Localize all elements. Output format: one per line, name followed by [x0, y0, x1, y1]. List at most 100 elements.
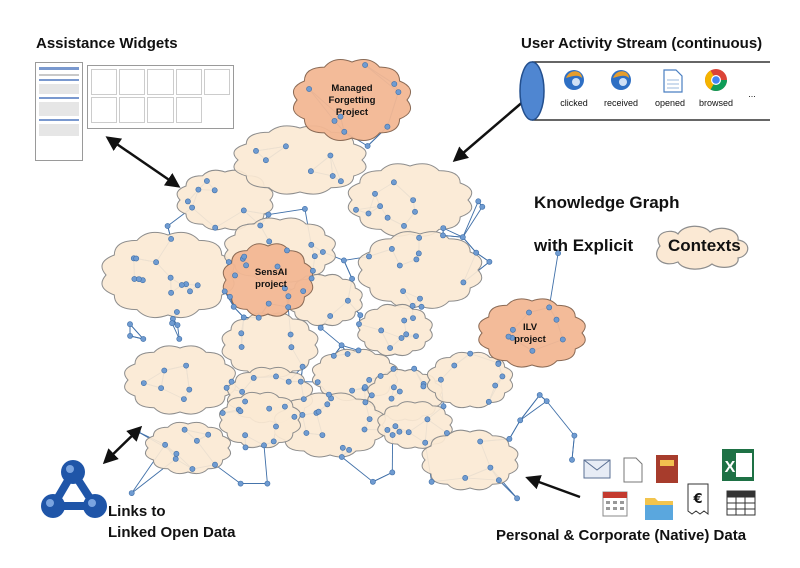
graph-node	[193, 437, 200, 444]
graph-node	[281, 285, 288, 292]
stream-item-more: ...	[748, 89, 756, 99]
graph-node	[297, 378, 304, 385]
graph-node	[327, 152, 334, 159]
native-data-arrow	[525, 475, 581, 499]
graph-node	[420, 383, 427, 390]
graph-node	[510, 326, 516, 333]
graph-node	[349, 275, 355, 282]
graph-node	[221, 288, 228, 295]
graph-edge	[548, 253, 559, 308]
graph-node	[261, 442, 267, 449]
graph-node	[291, 413, 298, 420]
context-cloud	[219, 391, 301, 449]
graph-node	[517, 417, 524, 424]
graph-node	[173, 309, 180, 315]
graph-node	[183, 362, 189, 369]
graph-node	[167, 274, 174, 281]
graph-edge	[546, 400, 575, 436]
graph-node	[487, 464, 494, 471]
graph-node	[329, 173, 336, 179]
graph-node	[237, 480, 244, 487]
book-icon	[656, 455, 678, 483]
graph-node	[475, 198, 482, 205]
graph-node	[485, 398, 492, 405]
graph-node	[361, 426, 368, 433]
graph-node	[339, 444, 346, 451]
graph-node	[264, 480, 271, 487]
svg-text:X: X	[725, 459, 736, 476]
project-ilv-label: ILV project	[514, 322, 547, 345]
graph-node	[365, 210, 372, 217]
graph-node	[232, 272, 238, 279]
graph-node	[424, 416, 431, 423]
graph-node	[205, 431, 212, 438]
linked-open-data-label: Linked Open Data	[108, 524, 236, 541]
graph-node	[184, 198, 191, 205]
widgets-arrow	[105, 136, 181, 188]
graph-node	[174, 322, 181, 328]
graph-node	[437, 376, 444, 383]
graph-node	[308, 275, 315, 282]
graph-node	[401, 222, 407, 229]
graph-node	[396, 262, 403, 269]
graph-node	[239, 388, 245, 395]
graph-node	[194, 282, 201, 289]
graph-node	[315, 408, 322, 415]
graph-node	[459, 234, 466, 241]
graph-node	[300, 396, 307, 402]
graph-node	[398, 335, 405, 341]
graph-node	[226, 293, 233, 300]
graph-node	[330, 352, 337, 359]
graph-node	[162, 441, 168, 448]
graph-node	[238, 330, 245, 337]
project-sensai-label: SensAI project	[255, 267, 288, 290]
graph-node	[460, 279, 467, 286]
stream-item-clicked: clicked	[560, 98, 588, 108]
graph-edge	[442, 234, 463, 238]
graph-edge	[372, 471, 393, 483]
graph-node	[127, 332, 134, 339]
graph-node	[164, 223, 171, 229]
graph-node	[362, 384, 368, 390]
graph-edge	[268, 208, 305, 216]
graph-node	[189, 204, 195, 211]
graph-node	[212, 224, 219, 231]
graph-node	[240, 207, 247, 214]
graph-node	[242, 398, 248, 405]
graph-node	[506, 435, 513, 442]
graph-node	[396, 428, 403, 435]
graph-node	[127, 321, 133, 328]
graph-node	[543, 398, 550, 404]
graph-node	[384, 426, 391, 433]
graph-node	[180, 396, 187, 402]
graph-node	[443, 430, 450, 436]
graph-node	[418, 303, 425, 310]
graph-node	[270, 438, 277, 445]
graph-node	[299, 411, 306, 418]
graph-node	[409, 302, 416, 309]
graph-node	[377, 203, 383, 210]
graph-node	[403, 331, 410, 338]
project-managed-forgetting-label: Managed Forgetting Project	[329, 83, 376, 118]
context-cloud	[347, 163, 473, 237]
graph-node	[356, 321, 362, 327]
graph-node	[440, 403, 447, 410]
graph-node	[499, 373, 506, 380]
graph-node	[410, 197, 416, 203]
graph-node	[392, 423, 399, 430]
graph-node	[451, 362, 458, 369]
graph-node	[415, 250, 422, 257]
graph-node	[287, 331, 294, 338]
graph-node	[266, 405, 273, 412]
graph-node	[307, 168, 314, 175]
graph-node	[569, 456, 575, 463]
ilv-line-1: ILV	[523, 322, 538, 333]
graph-node	[337, 178, 344, 185]
graph-node	[284, 247, 290, 254]
graph-node	[285, 293, 292, 300]
thunderbird-icon	[611, 70, 631, 90]
graph-node	[413, 256, 420, 263]
graph-node	[417, 295, 423, 302]
graph-node	[366, 376, 373, 383]
stream-item-opened: opened	[655, 98, 685, 108]
